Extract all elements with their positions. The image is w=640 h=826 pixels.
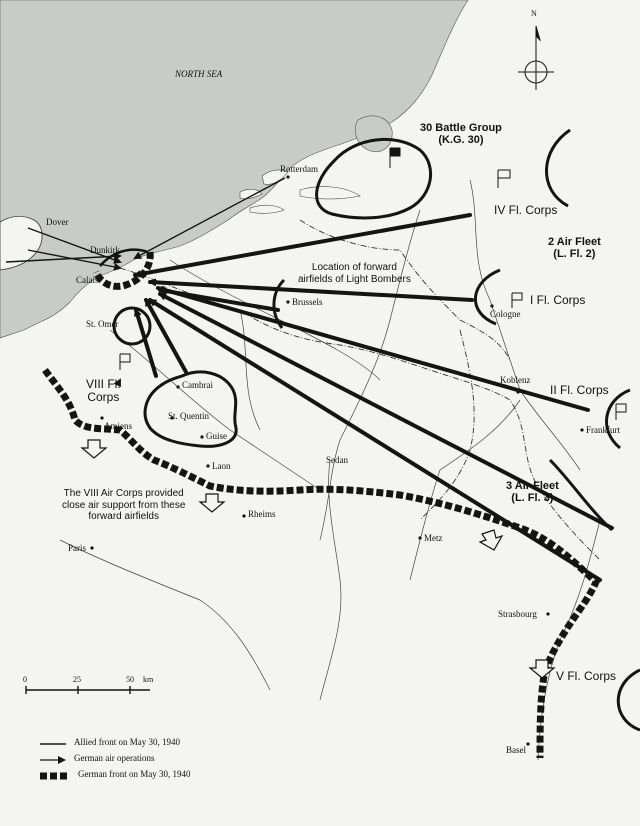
city-frankfurt: Frankfurt (586, 425, 620, 435)
air-fleet-3-line (548, 458, 614, 532)
city-cologne: Cologne (490, 309, 521, 319)
viii-corps-line1: VIII Fl. (86, 377, 121, 391)
city-dover: Dover (46, 217, 69, 227)
city-dots (90, 175, 584, 746)
air-fleet-2-line2: (L. Fl. 2) (553, 248, 596, 261)
advance-arrows (80, 439, 556, 679)
viii-corps-line2: Corps (87, 390, 120, 405)
scale-unit: km (143, 675, 154, 684)
air-fleet-2-line1: 2 Air Fleet (548, 236, 601, 248)
rivers (59, 179, 601, 761)
german-front-line (42, 367, 601, 759)
air-fleet-3-label: 3 Air Fleet (L. Fl. 3) (506, 480, 559, 504)
city-sedan: Sedan (326, 455, 348, 465)
legend-allied-front: Allied front on May 30, 1940 (74, 737, 180, 747)
forward-airfields-ring (143, 370, 238, 448)
thin-air-arrows (5, 177, 286, 271)
allied-front-enclave (99, 248, 149, 267)
air-fleet-3-line1: 3 Air Fleet (506, 480, 559, 492)
battle-group-line1: 30 Battle Group (420, 122, 502, 134)
viii-corps-label: VIII Fl. Corps (86, 377, 121, 405)
legend-air-ops: German air operations (74, 753, 155, 763)
dutch-islands (239, 169, 361, 214)
viii-note-line1: The VIII Air Corps provided (63, 488, 184, 499)
battle-group-label: 30 Battle Group (K.G. 30) (420, 122, 502, 146)
i-corps-label: I Fl. Corps (530, 293, 586, 307)
compass-rose (518, 25, 554, 90)
v-corps-label: V Fl. Corps (556, 669, 617, 683)
city-basel: Basel (506, 745, 526, 755)
forward-airfields-note: Location of forward airfields of Light B… (298, 262, 411, 285)
air-fleet-3-line2: (L. Fl. 3) (511, 492, 554, 505)
ii-corps-label: II Fl. Corps (550, 383, 609, 397)
city-guise: Guise (206, 431, 227, 441)
scale-tick-25: 25 (73, 675, 81, 684)
zuiderzee (355, 115, 393, 152)
city-koblenz: Koblenz (500, 375, 531, 385)
viii-air-corps-note: The VIII Air Corps provided close air su… (62, 488, 185, 523)
city-st-omer: St. Omer (86, 319, 119, 329)
city-brussels: Brussels (292, 297, 323, 307)
iv-corps-label: IV Fl. Corps (494, 203, 558, 217)
battle-group-line2: (K.G. 30) (438, 134, 484, 147)
compass-north: N (531, 9, 537, 18)
viii-note-line3: forward airfields (88, 511, 159, 522)
city-strasbourg: Strasbourg (498, 609, 537, 619)
city-calais: Calais (76, 275, 99, 285)
sea-label: NORTH SEA (175, 69, 223, 79)
ii-corps-arc (605, 388, 631, 450)
city-st-quentin: St. Quentin (168, 411, 210, 421)
scale-bar (25, 686, 150, 694)
city-amiens: Amiens (104, 421, 132, 431)
forward-note-line2: airfields of Light Bombers (298, 273, 411, 285)
city-laon: Laon (212, 461, 231, 471)
kg30-ring (315, 137, 432, 220)
iv-corps-arc (545, 128, 571, 208)
city-rotterdam: Rotterdam (280, 164, 318, 174)
legend-german-front: German front on May 30, 1940 (78, 769, 191, 779)
scale-tick-0: 0 (23, 675, 27, 684)
v-corps-arc (616, 668, 640, 732)
unit-flags (119, 147, 627, 420)
st-omer-airfield-ring (112, 306, 152, 346)
legend-symbols (40, 743, 70, 780)
i-corps-arc (474, 268, 501, 326)
german-front-dunkirk (92, 251, 154, 290)
city-paris: Paris (68, 543, 86, 553)
forward-note-line1: Location of forward (311, 262, 397, 273)
city-rheims: Rheims (248, 509, 276, 519)
scale-tick-50: 50 (126, 675, 134, 684)
city-dunkirk: Dunkirk (90, 245, 120, 255)
viii-note-line2: close air support from these (62, 499, 186, 511)
city-cambrai: Cambrai (182, 380, 213, 390)
city-metz: Metz (424, 533, 443, 543)
air-fleet-2-label: 2 Air Fleet (L. Fl. 2) (548, 236, 601, 260)
